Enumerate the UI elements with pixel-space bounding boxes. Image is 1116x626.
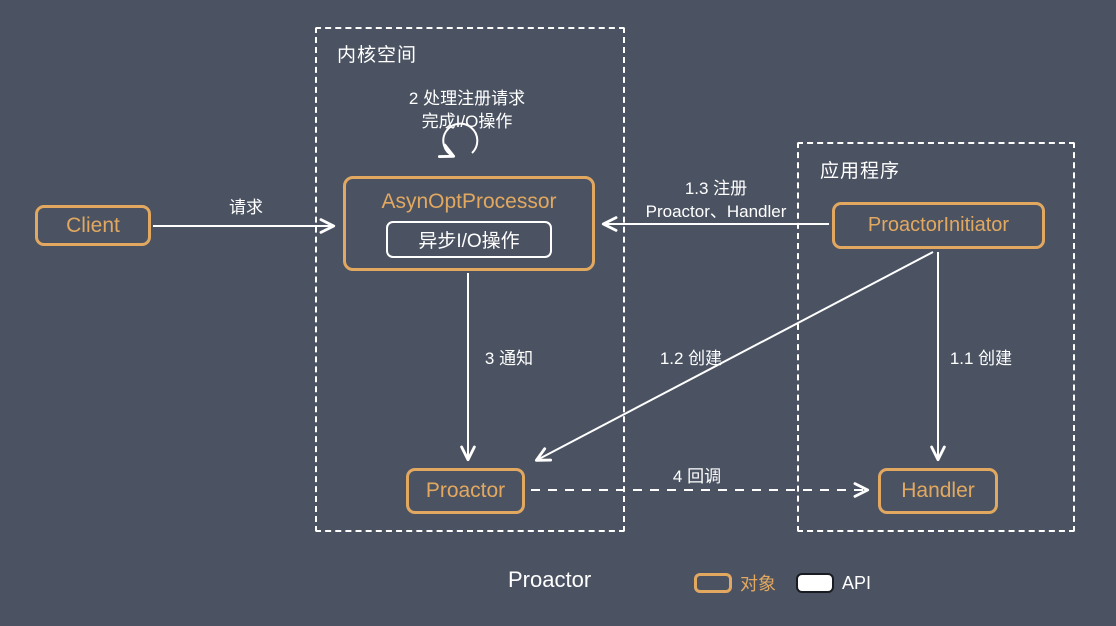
async-io-label: 异步I/O操作: [418, 230, 520, 252]
api-swatch-icon: [796, 573, 834, 593]
notify-label: 3 通知: [484, 349, 534, 368]
client-label: Client: [66, 213, 120, 237]
self-loop-label: 2 处理注册请求 完成I/O操作: [409, 87, 525, 133]
object-swatch-icon: [694, 573, 732, 593]
asyn-opt-processor-title: AsynOptProcessor: [381, 189, 557, 213]
client-node: Client: [35, 205, 151, 246]
arrow-create-proactor: [534, 251, 934, 462]
register-label-line1: 1.3 注册: [684, 179, 748, 198]
async-io-box: 异步I/O操作: [386, 220, 552, 258]
kernel-space-region: [315, 27, 625, 532]
legend-api-label: API: [842, 572, 872, 593]
legend-item-object: 对象: [694, 570, 776, 596]
self-loop-label-line2: 完成I/O操作: [421, 112, 513, 131]
handler-node: Handler: [878, 468, 998, 514]
create-handler-label: 1.1 创建: [949, 349, 1013, 368]
legend-object-label: 对象: [740, 574, 776, 594]
self-loop-arrow: [437, 122, 479, 158]
application-region: [797, 142, 1075, 532]
proactor-node: Proactor: [406, 468, 525, 514]
diagram-title: Proactor: [508, 567, 592, 592]
application-label: 应用程序: [820, 161, 901, 182]
proactor-initiator-node: ProactorInitiator: [832, 202, 1045, 249]
proactor-label: Proactor: [425, 479, 506, 502]
legend-item-api: API: [796, 573, 871, 594]
self-loop-label-line1: 2 处理注册请求: [408, 89, 526, 108]
legend: 对象 API: [694, 570, 871, 596]
register-label: 1.3 注册 Proactor、Handler: [646, 177, 787, 223]
proactor-initiator-label: ProactorInitiator: [867, 214, 1010, 236]
create-proactor-label: 1.2 创建: [659, 349, 723, 368]
request-label: 请求: [229, 198, 263, 217]
register-label-line2: Proactor、Handler: [645, 202, 787, 221]
handler-label: Handler: [901, 479, 975, 502]
kernel-space-label: 内核空间: [337, 45, 418, 66]
callback-label: 4 回调: [672, 467, 722, 486]
asyn-opt-processor-node: AsynOptProcessor 异步I/O操作: [343, 176, 595, 271]
